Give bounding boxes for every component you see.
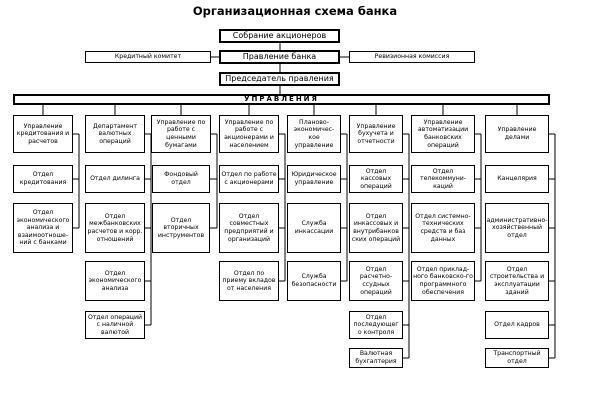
department-2-4-box: Отдел операций с наличной валютой [85,311,145,339]
department-1-2-box: Отдел экономического анализа и взаимоотн… [13,203,73,253]
directorate-6-box: Управление бухучета и отчетности [349,115,403,153]
department-3-1-box: Фондовый отдел [152,165,210,193]
department-2-3-box: Отдел экономического анализа [85,261,145,301]
department-8-5-box: Транспортный отдел [485,348,549,368]
department-5-2-box: Служба инкассации [287,203,341,253]
department-5-1-box: Юридическое управление [287,165,341,193]
department-6-1-box: Отдел кассовых операций [349,165,403,193]
department-4-1-box: Отдел по работе с акционерами [219,165,279,193]
chairman-box: Председатель правления [219,72,340,86]
department-7-2-box: Отдел системно-технических средств и баз… [411,203,475,253]
board-box: Правление банка [219,50,340,64]
department-8-4-box: Отдел кадров [485,311,549,339]
shareholders-meeting-box: Собрание акционеров [219,29,340,43]
department-4-2-box: Отдел совместных предприятий и организац… [219,203,279,253]
department-7-1-box: Отдел телекоммуни-каций [411,165,475,193]
audit-commission-box: Ревизионная комиссия [349,51,475,63]
department-6-3-box: Отдел расчетно-ссудных операций [349,261,403,301]
directorate-5-box: Планово-экономичес-кое управление [287,115,341,153]
department-1-1-box: Отдел кредитования [13,165,73,193]
department-4-3-box: Отдел по приему вкладов от населения [219,261,279,301]
chart-title: Организационная схема банка [192,4,398,18]
credit-committee-box: Кредитный комитет [85,51,211,63]
directorate-7-box: Управление автоматизации банковских опер… [411,115,475,153]
directorate-8-box: Управление делами [485,115,549,153]
directorate-3-box: Управление по работе с ценными бумагами [151,115,211,153]
management-bar: УПРАВЛЕНИЯ [13,94,550,105]
directorate-4-box: Управление по работе с акционерами и нас… [219,115,279,153]
department-6-5-box: Валютная бухгалтерия [349,348,403,368]
department-8-3-box: Отдел строительства и эксплуатации здани… [485,261,549,301]
department-7-3-box: Отдел приклад-ного банковско-го программ… [411,261,475,301]
directorate-2-box: Департамент валютных операций [85,115,145,153]
directorate-1-box: Управление кредитования и расчетов [13,115,73,153]
department-8-1-box: Канцелярия [485,165,549,193]
department-3-2-box: Отдел вторичных инструментов [152,203,210,253]
department-6-4-box: Отдел последующег о контроля [349,311,403,339]
department-8-2-box: административно-хозяйственный отдел [485,203,549,253]
department-2-2-box: Отдел межбанковских расчетов и корр. отн… [85,203,145,253]
department-2-1-box: Отдел дилинга [85,165,145,193]
department-5-3-box: Служба безопасности [287,261,341,301]
department-6-2-box: Отдел инкассовых и внутрибанков ских опе… [349,203,403,253]
